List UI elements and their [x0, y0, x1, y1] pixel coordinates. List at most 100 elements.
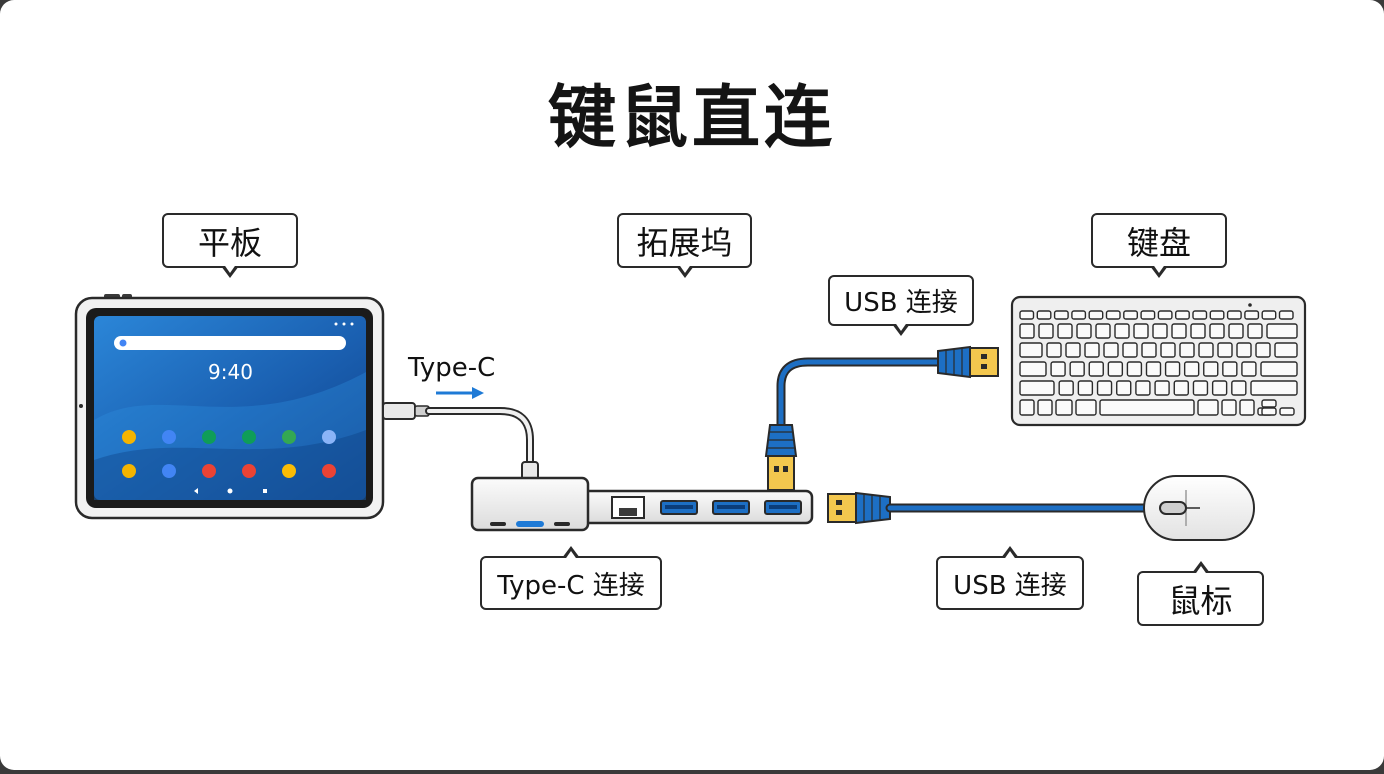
keyboard-key [1241, 361, 1257, 377]
keyboard-key [1058, 380, 1074, 396]
keyboard-key [1075, 399, 1097, 416]
keyboard-key [1192, 310, 1208, 320]
tablet-device [74, 294, 385, 520]
keyboard-key [1209, 323, 1225, 339]
keyboard-key [1096, 380, 1113, 396]
label-usb-keyboard-text: USB 连接 [844, 288, 958, 318]
keyboard-key [1019, 361, 1047, 377]
keyboard-key [1095, 323, 1111, 339]
keyboard-device [1010, 295, 1307, 427]
search-icon [119, 339, 127, 347]
tablet-screen [94, 316, 366, 500]
keyboard-key [1088, 361, 1104, 377]
label-dock-text: 拓展坞 [636, 223, 733, 262]
keyboard-key [1179, 342, 1195, 358]
keyboard-key [1278, 310, 1294, 320]
keyboard-key [1209, 310, 1225, 320]
keyboard-key [1261, 310, 1277, 320]
ethernet-port-icon [611, 496, 645, 519]
keyboard-key [1279, 407, 1295, 416]
keyboard-key [1173, 380, 1189, 396]
keyboard-key [1274, 342, 1298, 358]
tablet-clock: 9:40 [208, 360, 253, 384]
keyboard-key [1198, 342, 1214, 358]
keyboard-key [1038, 323, 1054, 339]
keyboard-key [1255, 342, 1271, 358]
home-icon [227, 488, 233, 494]
keyboard-key [1123, 310, 1139, 320]
label-tablet-text: 平板 [197, 223, 262, 262]
keyboard-key [1157, 310, 1173, 320]
keyboard-key [1266, 323, 1298, 339]
keyboard-key [1135, 380, 1151, 396]
keyboard-key [1053, 310, 1069, 320]
back-icon [194, 488, 198, 494]
app-icons-row-2 [122, 464, 336, 478]
label-keyboard-text: 键盘 [1126, 223, 1191, 262]
keyboard-key [1261, 399, 1277, 408]
label-typec-connection: Type-C 连接 [480, 546, 662, 610]
keyboard-key [1055, 399, 1073, 416]
keyboard-key [1203, 361, 1219, 377]
typec-cable [382, 402, 539, 481]
label-mouse: 鼠标 [1137, 561, 1264, 626]
keyboard-key [1154, 380, 1170, 396]
keyboard-key [1239, 399, 1255, 416]
keyboard-key [1126, 361, 1143, 377]
keyboard-key [1019, 323, 1035, 339]
keyboard-key [1084, 342, 1100, 358]
keyboard-key [1133, 323, 1149, 339]
keyboard-key [1160, 342, 1176, 358]
keyboard-usb-cable [764, 345, 999, 491]
label-typec-connection-text: Type-C 连接 [497, 570, 645, 601]
keyboard-key [1036, 310, 1052, 320]
keyboard-key [1037, 399, 1053, 416]
usb-port-icon [712, 500, 750, 515]
label-usb-mouse-text: USB 连接 [953, 570, 1067, 601]
keyboard-key [1222, 361, 1238, 377]
keyboard-key [1107, 361, 1124, 377]
keyboard-key [1164, 361, 1181, 377]
keyboard-key [1077, 380, 1094, 396]
keyboard-key [1226, 310, 1242, 320]
label-mouse-text: 鼠标 [1168, 581, 1233, 620]
keyboard-key [1065, 342, 1081, 358]
usb-port-icon [660, 500, 698, 515]
diagram-title: 键鼠直连 [547, 79, 836, 158]
keyboard-key [1152, 323, 1168, 339]
keyboard-key [1217, 342, 1233, 358]
keyboard-key [1103, 342, 1119, 358]
keyboard-key [1122, 342, 1138, 358]
keyboard-keys [1019, 310, 1298, 416]
usb-hub-dock [470, 476, 814, 532]
mouse-device [1143, 475, 1255, 541]
keyboard-key [1250, 380, 1298, 396]
keyboard-key [1116, 380, 1132, 396]
keyboard-key [1105, 310, 1121, 320]
recents-icon [263, 489, 267, 493]
label-dock: 拓展坞 [617, 213, 752, 278]
keyboard-key [1088, 310, 1104, 320]
usb-port-icon [764, 500, 802, 515]
keyboard-key [1183, 361, 1200, 377]
search-bar [114, 336, 346, 350]
keyboard-key [1071, 310, 1087, 320]
keyboard-key [1211, 380, 1228, 396]
keyboard-key [1019, 342, 1043, 358]
keyboard-key [1197, 399, 1219, 416]
keyboard-key [1140, 310, 1156, 320]
keyboard-key [1231, 380, 1247, 396]
keyboard-key [1076, 323, 1092, 339]
keyboard-key [1261, 407, 1277, 416]
label-keyboard: 键盘 [1091, 213, 1227, 278]
keyboard-key [1019, 380, 1055, 396]
keyboard-key [1141, 342, 1157, 358]
keyboard-key [1228, 323, 1244, 339]
keyboard-key [1057, 323, 1073, 339]
keyboard-key [1145, 361, 1162, 377]
keyboard-key [1244, 310, 1260, 320]
keyboard-key [1046, 342, 1062, 358]
keyboard-key [1069, 361, 1085, 377]
